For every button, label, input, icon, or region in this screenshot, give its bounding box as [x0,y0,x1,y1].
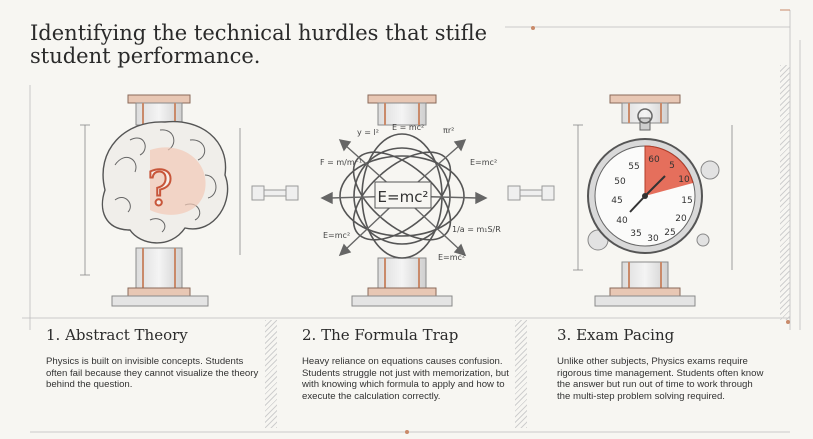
dial-50: 50 [614,177,626,187]
dial-20: 20 [675,214,687,224]
illustrations: ? E=mc² E = mc² y = l² [80,94,733,307]
formula-unit: E=mc² E = mc² y = l² πr² E=mc² F = m/m⁻¹… [320,94,501,307]
dial-15: 15 [681,196,692,206]
dial-35: 35 [630,229,641,239]
card-body: Unlike other subjects, Physics exams req… [557,356,764,402]
formula-right-lower: 1/a = m₁S/R [452,225,501,234]
hatch-divider-left [265,320,277,428]
dial-40: 40 [616,216,628,226]
formula-bottom: E=mc² [438,253,465,262]
svg-text:?: ? [147,161,173,217]
dial-30: 30 [647,234,659,244]
card-formula-trap: 2. The Formula Trap Heavy reliance on eq… [290,318,516,428]
formula-top-left: y = l² [357,128,379,137]
formula-left-lower: E=mc² [323,231,350,240]
dial-60: 60 [648,155,660,165]
formula-top-right: πr² [443,126,454,135]
formula-right-upper: E=mc² [470,158,497,167]
title-line-2: student performance. [30,44,261,68]
card-abstract-theory: 1. Abstract Theory Physics is built on i… [34,318,266,428]
hatch-edge-right [780,65,790,320]
connector-left [251,185,299,201]
card-body: Physics is built on invisible concepts. … [46,356,259,391]
card-exam-pacing: 3. Exam Pacing Unlike other subjects, Ph… [545,318,777,428]
dial-10: 10 [678,175,690,185]
dial-5: 5 [669,161,675,171]
stopwatch-unit: 60 5 10 15 20 25 30 35 40 45 50 55 [573,94,733,307]
dial-55: 55 [628,162,639,172]
formula-left: F = m/m⁻¹ [320,158,362,167]
title-line-1: Identifying the technical hurdles that s… [30,21,488,45]
page-title: Identifying the technical hurdles that s… [30,22,500,68]
card-heading: 2. The Formula Trap [302,326,459,344]
dial-25: 25 [664,228,675,238]
card-heading: 1. Abstract Theory [46,326,188,344]
hatch-divider-right [515,320,527,428]
formula-center: E=mc² [378,188,429,206]
dial-45: 45 [611,196,622,206]
connector-right [507,185,555,201]
card-heading: 3. Exam Pacing [557,326,675,344]
formula-top: E = mc² [392,123,424,132]
card-body: Heavy reliance on equations causes confu… [302,356,509,402]
brain-unit: ? [80,94,241,307]
